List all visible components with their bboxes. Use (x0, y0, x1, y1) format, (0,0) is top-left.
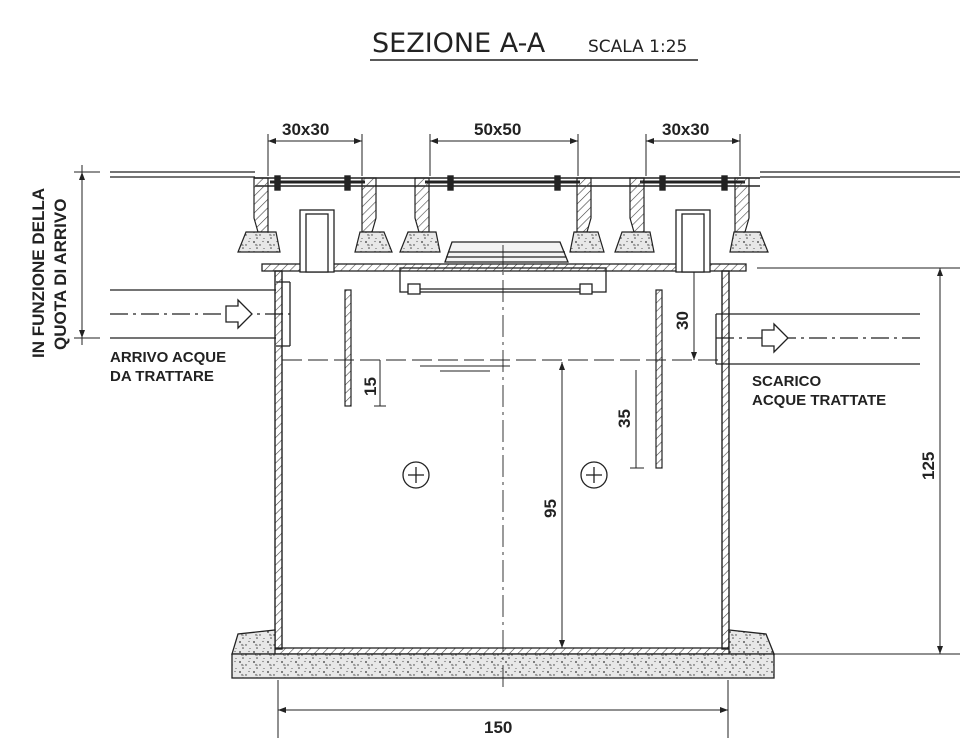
side-label-line2: QUOTA DI ARRIVO (51, 199, 70, 350)
dim-water-depth: 95 (541, 499, 560, 518)
dim-cover-right: 30x30 (662, 120, 709, 139)
inlet-pipe (110, 281, 291, 347)
flow-labels: ARRIVO ACQUE DA TRATTARE SCARICO ACQUE T… (110, 349, 886, 409)
outlet-label-line1: SCARICO (752, 373, 822, 390)
dim-width: 150 (484, 718, 512, 737)
vent-pipes (299, 209, 711, 273)
inlet-label-line1: ARRIVO ACQUE (110, 349, 226, 366)
cover-frames (255, 175, 760, 191)
dim-inlet-drop: 15 (361, 377, 380, 396)
post-footings (237, 231, 769, 253)
ground-level (110, 171, 960, 178)
dim-cover-left: 30x30 (282, 120, 329, 139)
inlet-label-line2: DA TRATTARE (110, 368, 214, 385)
baffles (344, 289, 663, 469)
title-main: SEZIONE A-A (372, 28, 546, 59)
inspection-ports (402, 461, 608, 489)
title-scale: SCALA 1:25 (588, 37, 687, 57)
side-label: IN FUNZIONE DELLA QUOTA DI ARRIVO (29, 188, 70, 358)
dim-cover-center: 50x50 (474, 120, 521, 139)
dimension-lines (74, 134, 960, 738)
dim-outlet-drop: 30 (673, 311, 692, 330)
outlet-label-line2: ACQUE TRATTATE (752, 392, 886, 409)
dim-baffle-depth: 35 (615, 409, 634, 428)
water-level (282, 359, 720, 372)
dim-total-height: 125 (919, 452, 938, 480)
dimension-labels: 30x30 50x50 30x30 15 35 30 95 125 150 (282, 120, 938, 737)
side-label-line1: IN FUNZIONE DELLA (29, 188, 48, 358)
drawing-title: SEZIONE A-A SCALA 1:25 (370, 28, 698, 61)
outlet-pipe (715, 313, 920, 365)
dimension-arrows (79, 138, 943, 713)
